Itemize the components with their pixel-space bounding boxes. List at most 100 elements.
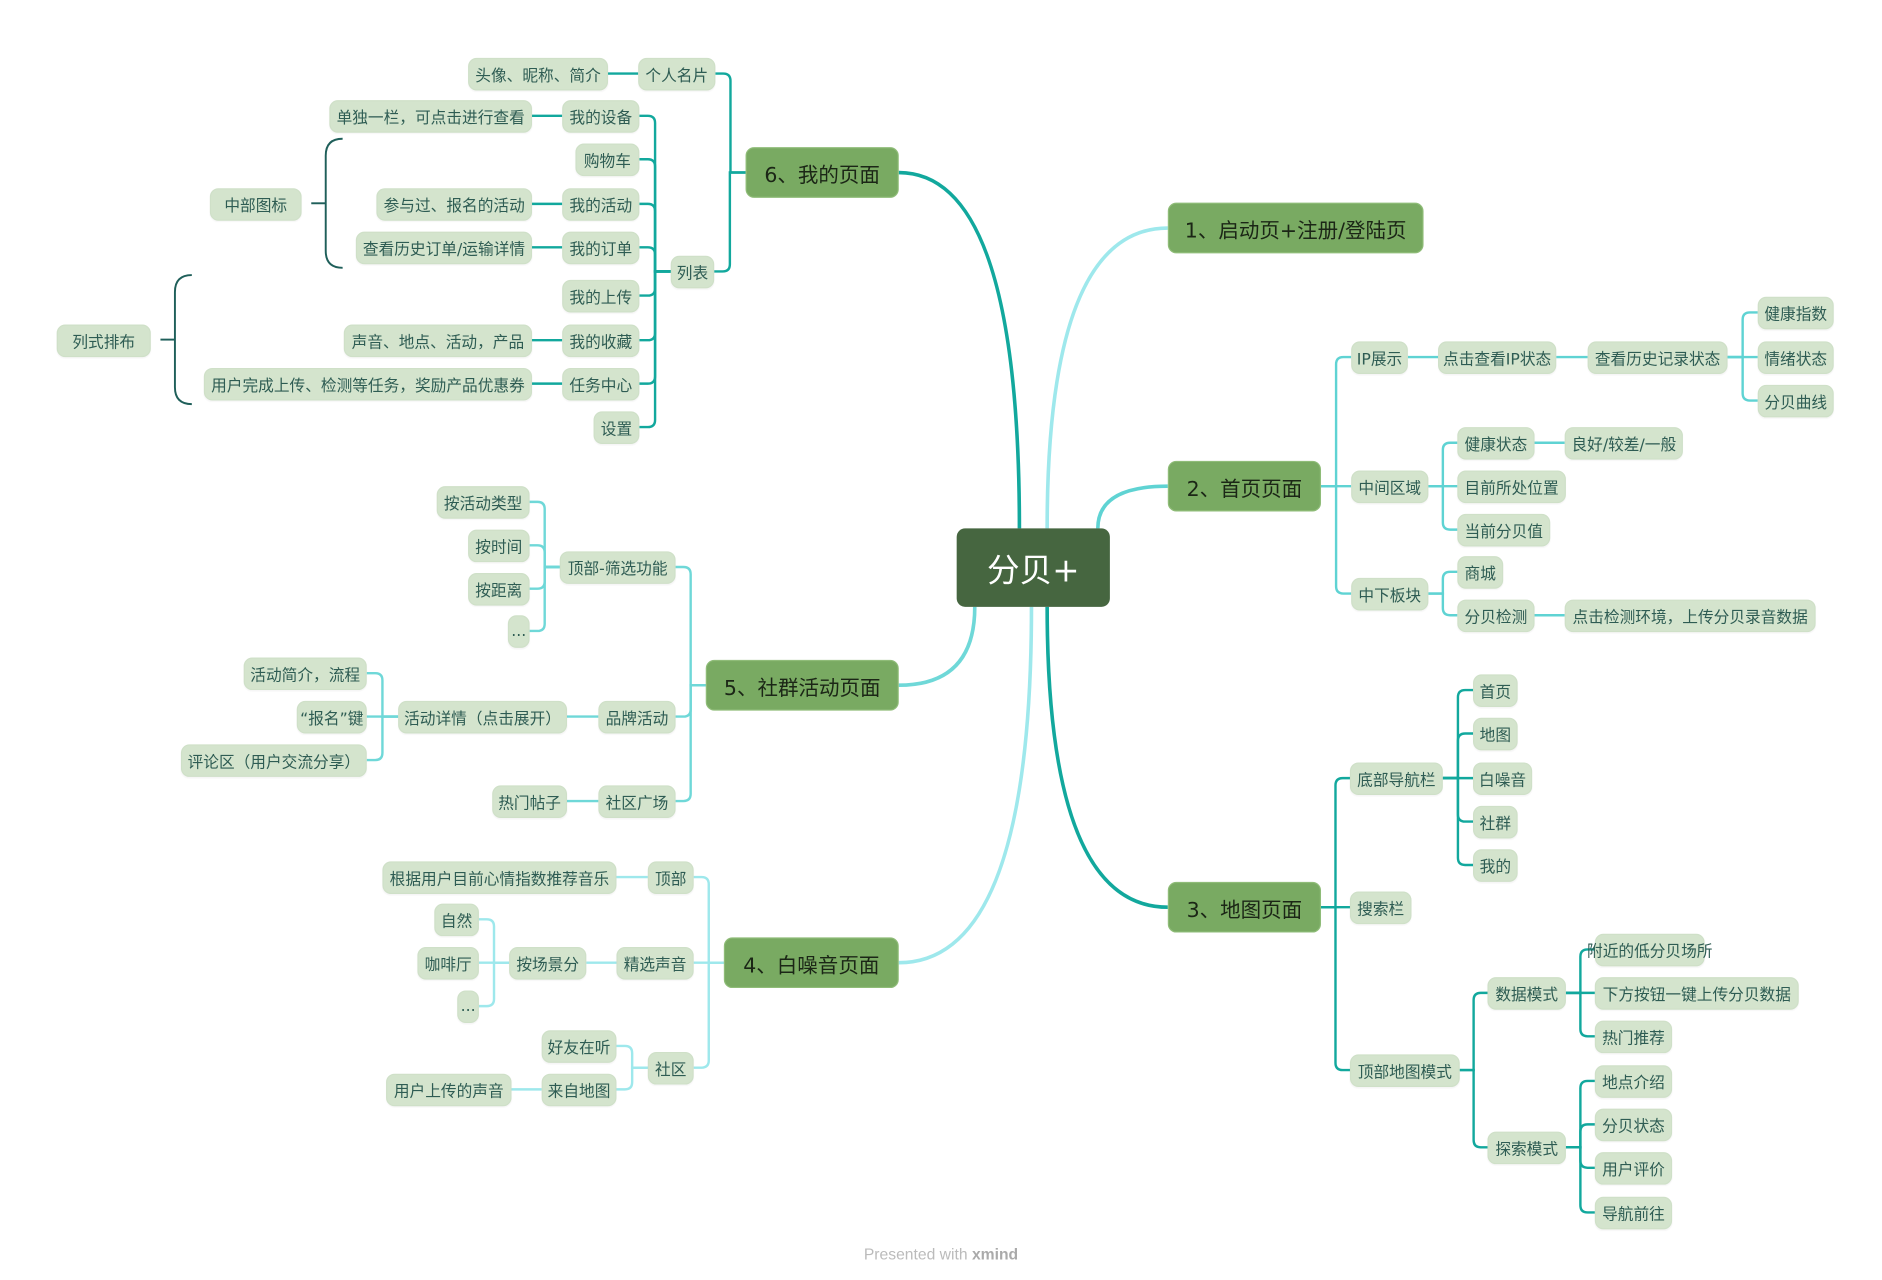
connector-line <box>616 1044 648 1069</box>
subtopic-node[interactable]: 点击检测环境，上传分贝录音数据 <box>1564 598 1816 632</box>
subtopic-node[interactable]: 按距离 <box>468 572 530 606</box>
subtopic-node[interactable]: 品牌活动 <box>598 700 676 733</box>
subtopic-node[interactable]: 自然 <box>434 902 479 936</box>
connector-line <box>639 202 671 273</box>
subtopic-node[interactable]: 购物车 <box>575 142 640 176</box>
subtopic-node[interactable]: 按活动类型 <box>436 485 530 519</box>
subtopic-node[interactable]: 导航前往 <box>1594 1196 1673 1229</box>
connector-line <box>1565 1123 1595 1149</box>
connector-line <box>1442 776 1474 867</box>
subtopic-node[interactable]: 目前所处位置 <box>1457 469 1566 503</box>
subtopic-node[interactable]: “报名”键 <box>296 700 367 733</box>
subtopic-node[interactable]: 我的活动 <box>562 187 640 221</box>
subtopic-node[interactable]: 顶部地图模式 <box>1349 1053 1460 1087</box>
subtopic-node[interactable]: 我的设备 <box>562 99 640 133</box>
main-topic-2[interactable]: 2、首页页面 <box>1167 460 1322 512</box>
subtopic-node[interactable]: 点击查看IP状态 <box>1438 340 1557 374</box>
subtopic-node[interactable]: ... <box>457 989 479 1023</box>
subtopic-node[interactable]: 按场景分 <box>509 946 587 979</box>
subtopic-node[interactable]: 评论区（用户交流分享） <box>180 743 367 777</box>
connector-line <box>639 270 671 429</box>
subtopic-node[interactable]: 列表 <box>670 255 715 288</box>
subtopic-node[interactable]: 用户上传的声音 <box>386 1073 512 1106</box>
subtopic-node[interactable]: 健康状态 <box>1457 426 1535 460</box>
subtopic-node[interactable]: 精选声音 <box>616 946 694 979</box>
subtopic-node[interactable]: 良好/较差/一般 <box>1564 426 1683 460</box>
subtopic-node[interactable]: 情绪状态 <box>1757 340 1834 374</box>
subtopic-node[interactable]: 社群 <box>1473 805 1518 838</box>
subtopic-node[interactable]: 设置 <box>593 410 640 444</box>
subtopic-node[interactable]: 用户评价 <box>1594 1151 1673 1185</box>
connector-line <box>1321 484 1352 595</box>
subtopic-node[interactable]: 地图 <box>1473 717 1518 750</box>
main-topic-6[interactable]: 6、我的页面 <box>745 147 899 198</box>
subtopic-node[interactable]: 当前分贝值 <box>1457 513 1551 546</box>
subtopic-node[interactable]: 分贝状态 <box>1594 1108 1673 1141</box>
connector-line <box>639 114 671 273</box>
subtopic-node[interactable]: 热门推荐 <box>1594 1020 1673 1053</box>
subtopic-node[interactable]: IP展示 <box>1351 340 1408 374</box>
branch-curve-1 <box>1045 226 1168 529</box>
subtopic-node[interactable]: 搜索栏 <box>1349 890 1412 924</box>
subtopic-node[interactable]: 社区广场 <box>598 784 676 818</box>
subtopic-node[interactable]: 按时间 <box>468 529 530 562</box>
subtopic-node[interactable]: 任务中心 <box>562 367 640 400</box>
subtopic-node[interactable]: 顶部 <box>647 860 694 894</box>
connector-line <box>478 961 510 1008</box>
summary-node[interactable]: 列式排布 <box>56 323 151 357</box>
subtopic-node[interactable]: 好友在听 <box>541 1029 617 1063</box>
main-topic-1[interactable]: 1、启动页+注册/登陆页 <box>1167 202 1424 254</box>
subtopic-node[interactable]: 社区 <box>647 1051 694 1084</box>
subtopic-node[interactable]: 商城 <box>1457 555 1504 589</box>
subtopic-node[interactable]: 查看历史记录状态 <box>1587 340 1728 374</box>
connector-line <box>675 565 706 687</box>
subtopic-node[interactable]: 首页 <box>1473 673 1518 707</box>
connector-line <box>1565 991 1595 1038</box>
subtopic-node[interactable]: 探索模式 <box>1487 1131 1566 1164</box>
central-topic[interactable]: 分贝+ <box>956 528 1110 607</box>
main-topic-3[interactable]: 3、地图页面 <box>1167 881 1322 933</box>
summary-node[interactable]: 中部图标 <box>209 187 302 221</box>
connector-line <box>715 72 746 174</box>
subtopic-node[interactable]: 单独一栏，可点击进行查看 <box>329 99 533 133</box>
subtopic-node[interactable]: 我的上传 <box>562 279 640 312</box>
subtopic-node[interactable]: 热门帖子 <box>492 784 568 818</box>
subtopic-node[interactable]: 用户完成上传、检测等任务，奖励产品优惠券 <box>203 367 533 400</box>
main-topic-4[interactable]: 4、白噪音页面 <box>723 937 899 989</box>
subtopic-node[interactable]: 分贝曲线 <box>1757 384 1834 417</box>
branch-curve-4 <box>898 606 1034 965</box>
subtopic-node[interactable]: 健康指数 <box>1757 296 1834 329</box>
subtopic-node[interactable]: 我的收藏 <box>562 323 640 357</box>
subtopic-node[interactable]: ... <box>507 614 530 648</box>
subtopic-node[interactable]: 参与过、报名的活动 <box>376 187 533 221</box>
subtopic-node[interactable]: 活动详情（点击展开） <box>398 700 568 733</box>
subtopic-node[interactable]: 根据用户目前心情指数推荐音乐 <box>382 860 617 894</box>
subtopic-node[interactable]: 中下板块 <box>1351 577 1429 610</box>
subtopic-node[interactable]: 附近的低分贝场所 <box>1587 933 1713 966</box>
connector-line <box>366 671 399 718</box>
subtopic-node[interactable]: 地点介绍 <box>1594 1064 1673 1098</box>
main-topic-5[interactable]: 5、社群活动页面 <box>705 659 899 711</box>
footer-credit: Presented with xmind <box>0 1245 1882 1263</box>
subtopic-node[interactable]: 分贝检测 <box>1457 598 1535 632</box>
subtopic-node[interactable]: 活动简介，流程 <box>243 656 367 690</box>
subtopic-node[interactable]: 个人名片 <box>638 57 716 90</box>
subtopic-node[interactable]: 查看历史订单/运输详情 <box>355 231 533 264</box>
subtopic-node[interactable]: 头像、昵称、简介 <box>468 57 609 90</box>
connector-line <box>1321 355 1352 488</box>
subtopic-node[interactable]: 数据模式 <box>1487 976 1566 1010</box>
subtopic-node[interactable]: 声音、地点、活动，产品 <box>343 323 533 357</box>
subtopic-node[interactable]: 下方按钮一键上传分贝数据 <box>1594 976 1799 1010</box>
subtopic-node[interactable]: 咖啡厅 <box>417 946 479 979</box>
xmind-logo-text: xmind <box>971 1245 1019 1264</box>
connector-line <box>616 1066 648 1091</box>
footer-prefix: Presented with <box>863 1245 968 1264</box>
subtopic-node[interactable]: 顶部-筛选功能 <box>559 550 676 584</box>
subtopic-node[interactable]: 我的订单 <box>562 231 640 264</box>
subtopic-node[interactable]: 白噪音 <box>1473 761 1533 795</box>
subtopic-node[interactable]: 底部导航栏 <box>1349 761 1443 795</box>
subtopic-node[interactable]: 来自地图 <box>541 1073 617 1106</box>
subtopic-node[interactable]: 中间区域 <box>1351 469 1429 503</box>
subtopic-node[interactable]: 我的 <box>1473 848 1518 882</box>
